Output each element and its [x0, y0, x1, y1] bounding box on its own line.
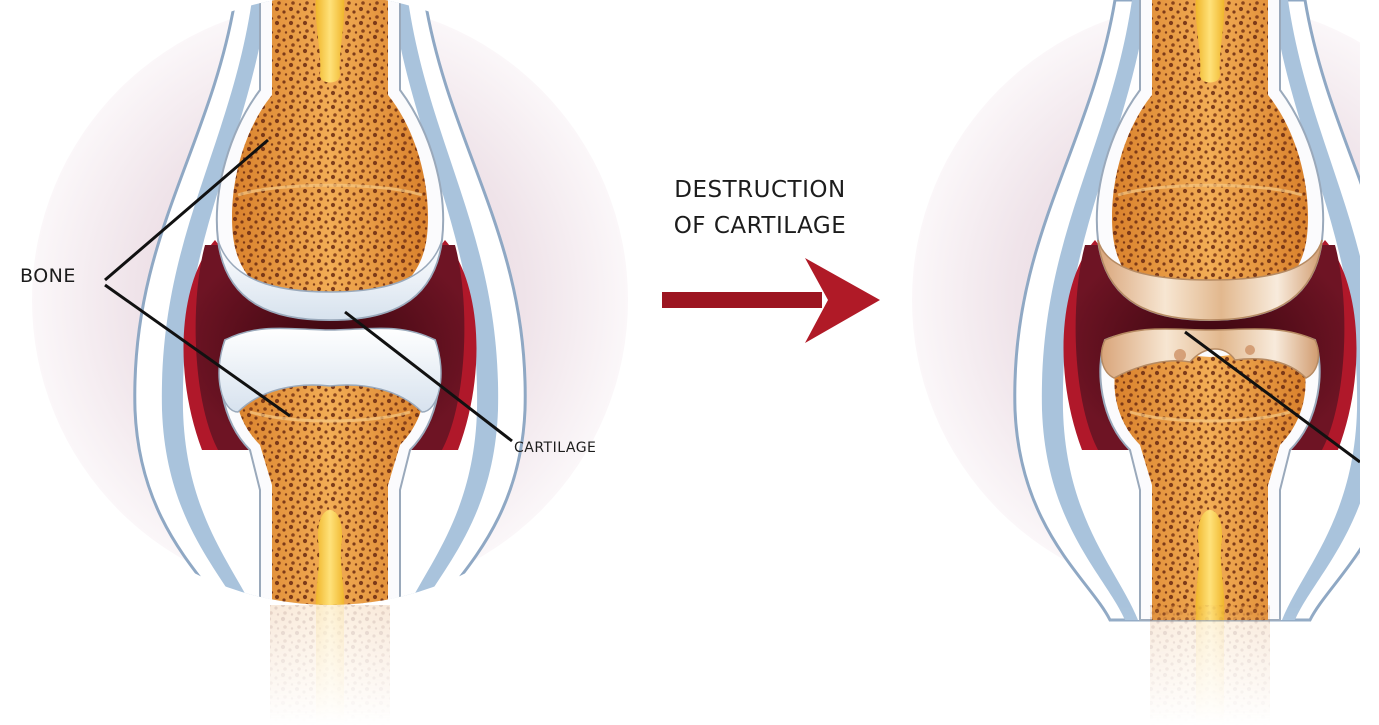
process-caption-line-1: DESTRUCTION	[674, 177, 845, 203]
healthy-joint-illustration	[32, 0, 628, 725]
bone-label: BONE	[20, 265, 76, 287]
healthy-joint-reflection	[225, 605, 435, 725]
damaged-joint-illustration	[912, 0, 1379, 725]
process-caption: DESTRUCTION OF CARTILAGE	[674, 177, 847, 239]
arrow-right-icon	[662, 258, 880, 343]
process-caption-line-2: OF CARTILAGE	[674, 213, 847, 239]
damaged-joint-reflection	[1105, 605, 1315, 725]
cartilage-label: CARTILAGE	[514, 440, 596, 456]
